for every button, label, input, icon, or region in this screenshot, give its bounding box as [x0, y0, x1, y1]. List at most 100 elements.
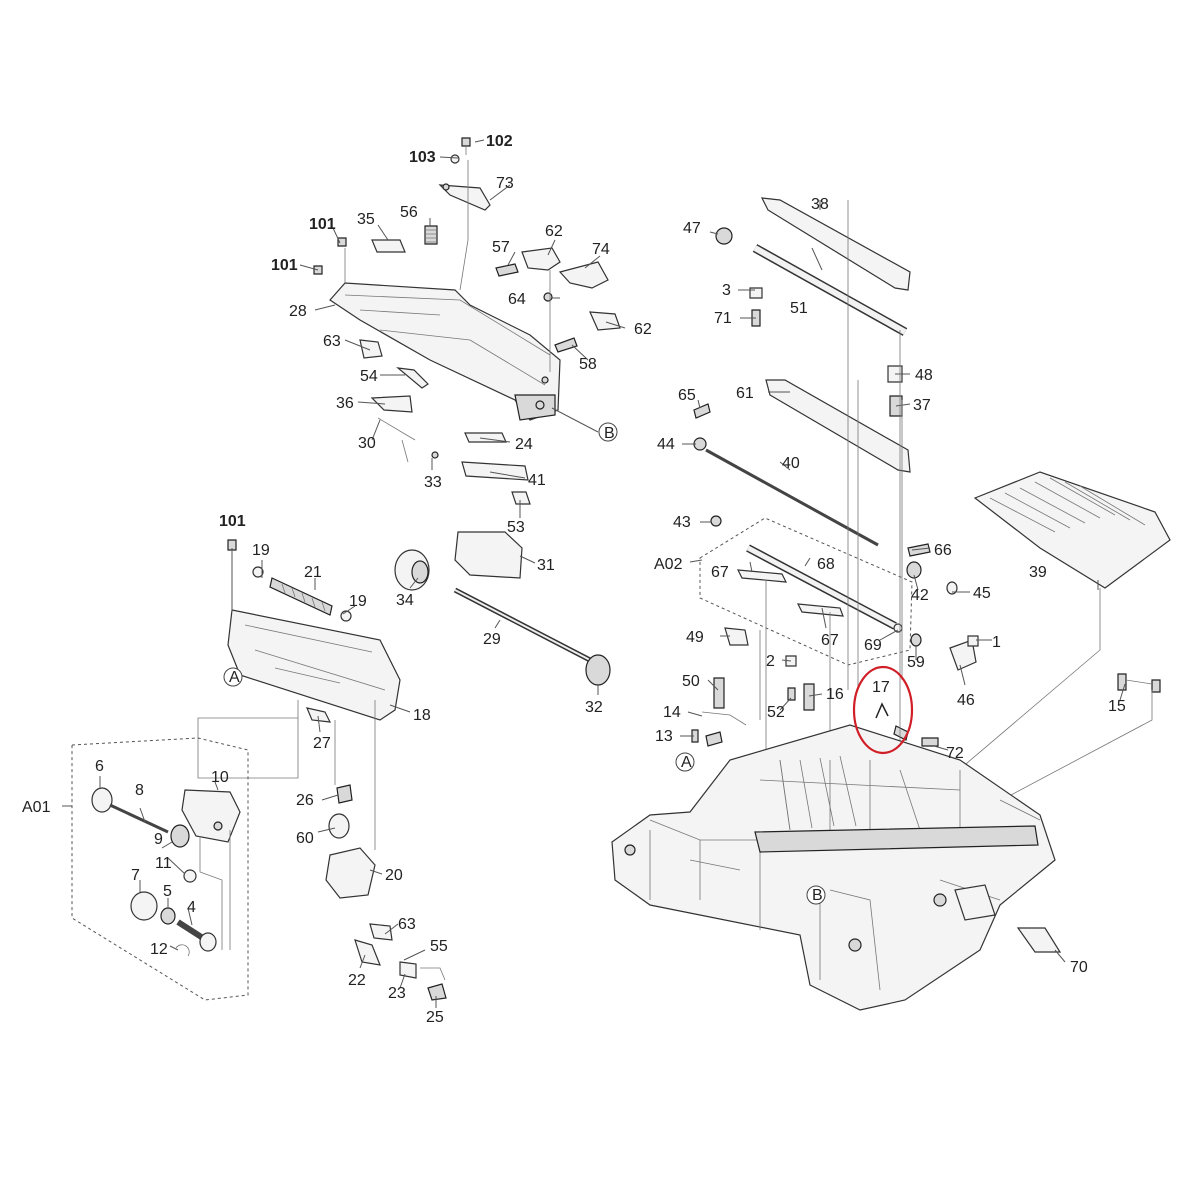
- callout-63: 63: [398, 916, 416, 933]
- callout-48: 48: [915, 367, 933, 384]
- callout-5: 5: [163, 883, 172, 900]
- ref-b-label: B: [604, 425, 615, 442]
- callout-101: 101: [271, 257, 298, 274]
- callout-41: 41: [528, 472, 546, 489]
- ref-a-label: A: [229, 669, 240, 686]
- callout-34: 34: [396, 592, 414, 609]
- callout-30: 30: [358, 435, 376, 452]
- callout-52: 52: [767, 704, 785, 721]
- callout-60: 60: [296, 830, 314, 847]
- ref-b-label: B: [812, 887, 823, 904]
- callout-46: 46: [957, 692, 975, 709]
- callout-labels: 102 103 73 101 35 56 62 57 74 101 64 28 …: [22, 133, 1126, 1026]
- callout-55: 55: [430, 938, 448, 955]
- main-chassis: [611, 724, 1066, 1011]
- callout-62: 62: [545, 223, 563, 240]
- callout-6: 6: [95, 758, 104, 775]
- callout-1: 1: [992, 634, 1001, 651]
- a02-label: A02: [654, 556, 683, 573]
- callout-44: 44: [657, 436, 675, 453]
- callout-10: 10: [211, 769, 229, 786]
- callout-61: 61: [736, 385, 754, 402]
- callout-36: 36: [336, 395, 354, 412]
- callout-62: 62: [634, 321, 652, 338]
- callout-67: 67: [711, 564, 729, 581]
- callout-8: 8: [135, 782, 144, 799]
- callout-45: 45: [973, 585, 991, 602]
- callout-14: 14: [663, 704, 681, 721]
- callout-56: 56: [400, 204, 418, 221]
- callout-70: 70: [1070, 959, 1088, 976]
- ref-a-circle: [223, 667, 243, 687]
- callout-65: 65: [678, 387, 696, 404]
- callout-71: 71: [714, 310, 732, 327]
- callout-47: 47: [683, 220, 701, 237]
- callout-74: 74: [592, 241, 610, 258]
- callout-23: 23: [388, 985, 406, 1002]
- callout-59: 59: [907, 654, 925, 671]
- callout-102: 102: [486, 133, 513, 150]
- callout-72: 72: [946, 745, 964, 762]
- callout-39: 39: [1029, 564, 1047, 581]
- callout-27: 27: [313, 735, 331, 752]
- callout-16: 16: [826, 686, 844, 703]
- callout-11: 11: [155, 855, 172, 872]
- a01-subassembly: [62, 737, 249, 1001]
- callout-18: 18: [413, 707, 431, 724]
- callout-13: 13: [655, 728, 673, 745]
- paper-exit-assembly: [680, 197, 1171, 871]
- callout-19: 19: [349, 593, 367, 610]
- callout-20: 20: [385, 867, 403, 884]
- callout-101: 101: [219, 513, 246, 530]
- callout-50: 50: [682, 673, 700, 690]
- callout-25: 25: [426, 1009, 444, 1026]
- callout-68: 68: [817, 556, 835, 573]
- callout-57: 57: [492, 239, 510, 256]
- callout-28: 28: [289, 303, 307, 320]
- ref-a-label: A: [681, 754, 692, 771]
- callout-9: 9: [154, 831, 163, 848]
- callout-103: 103: [409, 149, 436, 166]
- callout-64: 64: [508, 291, 526, 308]
- callout-37: 37: [913, 397, 931, 414]
- upper-guide-assembly: [299, 137, 626, 695]
- callout-73: 73: [496, 175, 514, 192]
- callout-29: 29: [483, 631, 501, 648]
- callout-24: 24: [515, 436, 533, 453]
- callout-3: 3: [722, 282, 731, 299]
- feed-assembly: [197, 539, 447, 1008]
- callout-67: 67: [821, 632, 839, 649]
- ref-a-circle: [675, 752, 695, 772]
- callout-54: 54: [360, 368, 378, 385]
- callout-63: 63: [323, 333, 341, 350]
- callout-42: 42: [911, 587, 929, 604]
- a01-label: A01: [22, 799, 51, 816]
- callout-101: 101: [309, 216, 336, 233]
- callout-35: 35: [357, 211, 375, 228]
- callout-43: 43: [673, 514, 691, 531]
- callout-66: 66: [934, 542, 952, 559]
- callout-38: 38: [811, 196, 829, 213]
- callout-7: 7: [131, 867, 140, 884]
- callout-33: 33: [424, 474, 442, 491]
- callout-26: 26: [296, 792, 314, 809]
- callout-69: 69: [864, 637, 882, 654]
- callout-51: 51: [790, 300, 808, 317]
- callout-53: 53: [507, 519, 525, 536]
- callout-4: 4: [187, 899, 196, 916]
- callout-49: 49: [686, 629, 704, 646]
- callout-31: 31: [537, 557, 555, 574]
- callout-17: 17: [872, 679, 890, 696]
- highlight-ring: [852, 665, 914, 755]
- ref-b-circle: [806, 885, 826, 905]
- callout-40: 40: [782, 455, 800, 472]
- callout-32: 32: [585, 699, 603, 716]
- ref-b-circle: [598, 422, 618, 442]
- callout-2: 2: [766, 653, 775, 670]
- callout-19: 19: [252, 542, 270, 559]
- callout-21: 21: [304, 564, 322, 581]
- callout-22: 22: [348, 972, 366, 989]
- callout-58: 58: [579, 356, 597, 373]
- callout-12: 12: [150, 941, 168, 958]
